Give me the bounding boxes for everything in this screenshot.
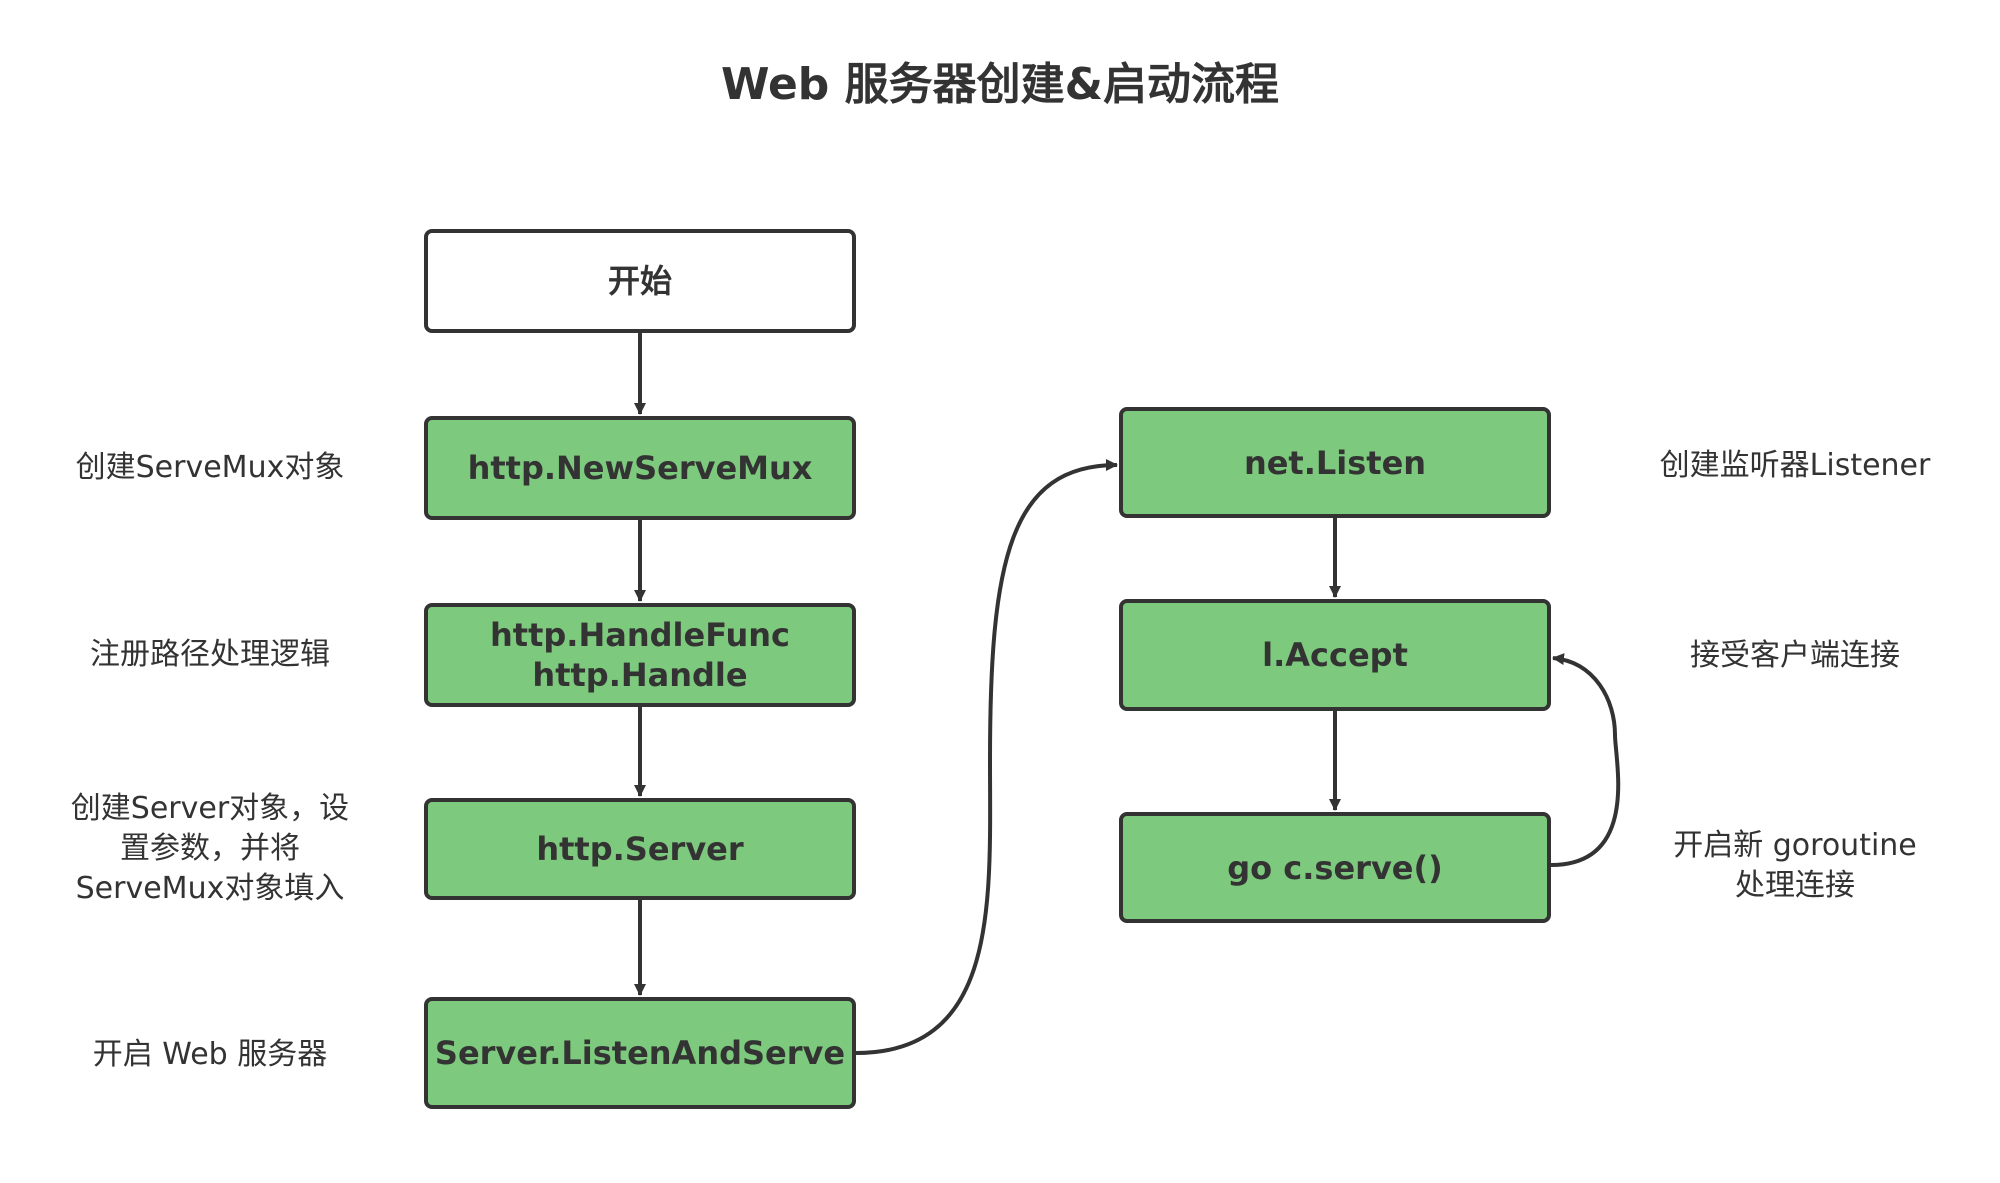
handle-node-label: http.Handle (532, 656, 748, 694)
listenandserve-node: Server.ListenAndServe (424, 997, 856, 1109)
note-new-goroutine: 开启新 goroutine 处理连接 (1630, 826, 1960, 906)
go-serve-node: go c.serve() (1119, 812, 1551, 923)
note-create-listener: 创建监听器Listener (1659, 448, 1931, 483)
accept-node: l.Accept (1119, 599, 1551, 711)
handlefunc-node: http.HandleFunc http.Handle (424, 603, 856, 707)
note-register-handlers: 注册路径处理逻辑 (90, 637, 330, 672)
net-listen-node-label: net.Listen (1243, 443, 1427, 482)
arrow-goserve-loop-to-accept (1550, 653, 1621, 867)
note-create-servemux: 创建ServeMux对象 (75, 450, 345, 485)
start-node: 开始 (424, 229, 856, 333)
note-accept-client: 接受客户端连接 (1690, 638, 1900, 673)
diagram-title: Web 服务器创建&启动流程 (721, 59, 1279, 110)
go-serve-node-label: go c.serve() (1227, 848, 1443, 887)
newservemux-node: http.NewServeMux (424, 416, 856, 520)
note-new-goroutine-line1: 开启新 goroutine (1673, 828, 1917, 863)
http-server-node-label: http.Server (536, 830, 744, 868)
start-node-label: 开始 (607, 262, 672, 300)
handlefunc-node-label: http.HandleFunc (490, 616, 790, 654)
newservemux-node-label: http.NewServeMux (467, 449, 813, 487)
note-create-server-line3: ServeMux对象填入 (75, 871, 345, 906)
accept-node-label: l.Accept (1262, 636, 1408, 674)
note-create-server: 创建Server对象，设 置参数，并将 ServeMux对象填入 (40, 789, 380, 909)
note-create-server-line2: 置参数，并将 (120, 831, 300, 866)
net-listen-node: net.Listen (1119, 407, 1551, 518)
note-create-server-line1: 创建Server对象，设 (70, 791, 350, 826)
arrow-listenandserve-to-netlisten (855, 459, 1118, 1055)
http-server-node: http.Server (424, 798, 856, 900)
note-start-web-server: 开启 Web 服务器 (92, 1037, 328, 1072)
listenandserve-node-label: Server.ListenAndServe (434, 1034, 846, 1072)
note-new-goroutine-line2: 处理连接 (1735, 868, 1855, 903)
